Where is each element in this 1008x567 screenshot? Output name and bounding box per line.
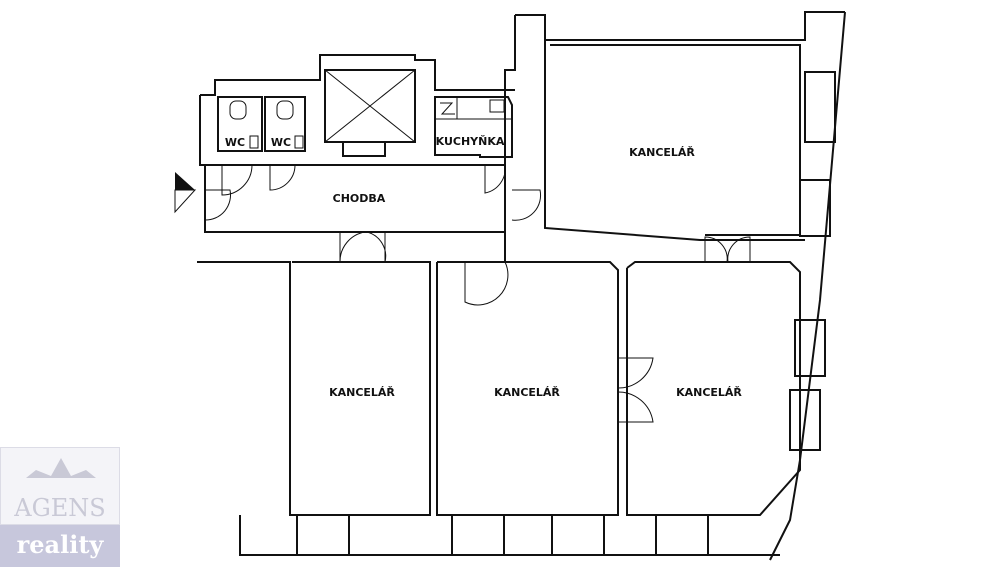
toilet-icon	[229, 100, 247, 120]
office-top-outline	[550, 44, 801, 236]
toilet-icon	[276, 100, 294, 120]
room-label-corridor: CHODBA	[333, 192, 386, 205]
kitchen-room	[434, 96, 513, 158]
room-label-office-right: KANCELÁŘ	[676, 386, 742, 399]
logo-brand: AGENS	[14, 494, 106, 522]
windows	[296, 71, 836, 556]
sink-icon	[249, 135, 259, 149]
crown-icon	[26, 458, 96, 478]
sink-icon	[294, 135, 304, 149]
doors	[204, 164, 751, 423]
room-label-wc-2: WC	[271, 136, 291, 149]
logo-sub: reality	[0, 525, 120, 567]
entrance-arrow-icon	[174, 189, 197, 214]
wc-rooms	[217, 96, 306, 152]
entrance-arrow-icon	[175, 172, 195, 190]
stairwell	[324, 69, 416, 157]
room-label-kitchen: KUCHYŇKA	[436, 135, 505, 148]
agens-reality-logo: AGENS reality	[0, 447, 120, 567]
room-label-office-left: KANCELÁŘ	[329, 386, 395, 399]
room-label-office-middle: KANCELÁŘ	[494, 386, 560, 399]
walls	[197, 11, 846, 561]
room-label-wc-1: WC	[225, 136, 245, 149]
sink-icon	[489, 99, 505, 113]
room-label-office-top: KANCELÁŘ	[629, 146, 695, 159]
